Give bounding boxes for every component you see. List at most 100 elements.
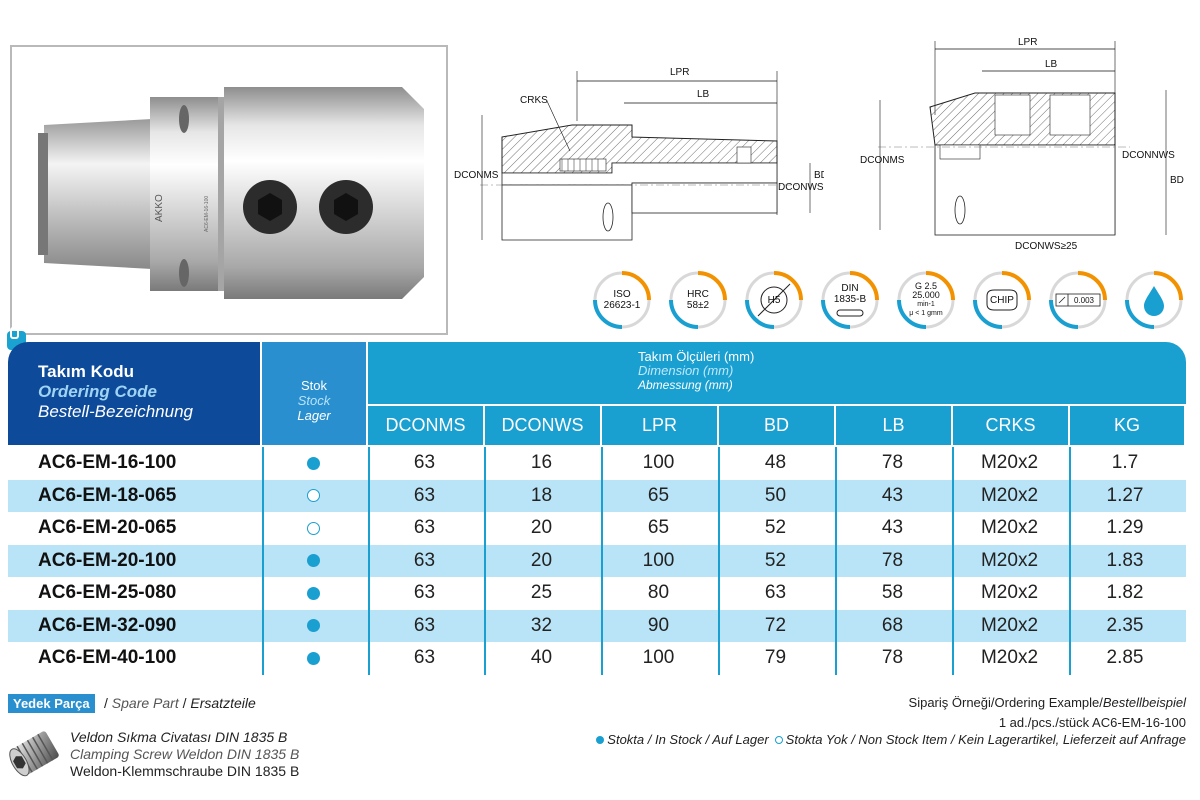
label-dconws-min: DCONWS≥25 (1015, 241, 1078, 252)
ordering-code: AC6-EM-32-090 (38, 614, 177, 636)
ordering-code: AC6-EM-20-065 (38, 517, 177, 539)
cell-dconms: 63 (413, 647, 436, 669)
technical-drawing-2: LPR LB DCONMS DCONNWS BD DCONWS≥25 (860, 37, 1184, 252)
column-divider (262, 447, 264, 675)
cell-dconms: 63 (413, 549, 436, 571)
ordering-code: AC6-EM-16-100 (38, 452, 177, 474)
label-lpr-2: LPR (1018, 37, 1037, 48)
column-header-dconws: DCONWS (485, 406, 600, 445)
cell-bd: 50 (764, 484, 787, 506)
cell-dconws: 16 (530, 452, 553, 474)
label-dconms-2: DCONMS (860, 155, 905, 166)
spare-part-label: Yedek Parça (8, 694, 95, 713)
in-stock-dot-icon (306, 619, 320, 633)
cell-bd: 52 (764, 517, 787, 539)
column-divider (484, 447, 486, 675)
cell-bd: 72 (764, 614, 787, 636)
cell-dconms: 63 (413, 517, 436, 539)
product-photo: AKKO AC6-EM-16-100 (10, 45, 448, 335)
cell-lpr: 65 (647, 517, 670, 539)
cell-lpr: 80 (647, 582, 670, 604)
ordering-code: AC6-EM-40-100 (38, 647, 177, 669)
cell-kg: 2.85 (1106, 647, 1144, 669)
ordering-code: AC6-EM-18-065 (38, 484, 177, 506)
stock-cell (260, 619, 366, 633)
out-of-stock-dot-icon (306, 521, 320, 535)
cell-crks: M20x2 (980, 452, 1039, 474)
cell-bd: 63 (764, 582, 787, 604)
cell-crks: M20x2 (980, 484, 1039, 506)
brand-engraving: AKKO (154, 194, 165, 222)
cell-crks: M20x2 (980, 647, 1039, 669)
ordering-code: AC6-EM-20-100 (38, 549, 177, 571)
label-crks: CRKS (520, 95, 548, 106)
column-header-kg: KG (1070, 406, 1184, 445)
in-stock-dot-icon (306, 456, 320, 470)
cell-dconws: 40 (530, 647, 553, 669)
tool-holder-image: AKKO AC6-EM-16-100 (38, 87, 424, 299)
in-stock-dot-icon (306, 651, 320, 665)
cell-lb: 43 (881, 517, 904, 539)
cell-dconms: 63 (413, 582, 436, 604)
cell-dconws: 20 (530, 549, 553, 571)
cell-lb: 78 (881, 452, 904, 474)
code-engraving: AC6-EM-16-100 (204, 196, 210, 232)
column-header-dconms: DCONMS (368, 406, 483, 445)
badge-chip: CHIP (972, 270, 1032, 330)
cell-lb: 78 (881, 549, 904, 571)
cell-lpr: 65 (647, 484, 670, 506)
stock-cell (260, 456, 366, 470)
cell-bd: 48 (764, 452, 787, 474)
cell-crks: M20x2 (980, 614, 1039, 636)
cell-lpr: 90 (647, 614, 670, 636)
spare-part-title: / Spare Part / Ersatzteile (104, 695, 256, 711)
cell-dconws: 18 (530, 484, 553, 506)
stock-cell (260, 521, 366, 535)
column-divider (718, 447, 720, 675)
label-dconms: DCONMS (454, 170, 499, 181)
cell-crks: M20x2 (980, 517, 1039, 539)
label-lb: LB (697, 89, 710, 100)
column-header-crks: CRKS (953, 406, 1068, 445)
cell-kg: 1.7 (1111, 452, 1139, 474)
column-header-lb: LB (836, 406, 951, 445)
column-divider (952, 447, 954, 675)
column-divider (368, 447, 370, 675)
ordering-code: AC6-EM-25-080 (38, 582, 177, 604)
spare-part-description: Veldon Sıkma Civatası DIN 1835 B Clampin… (70, 729, 300, 779)
column-divider (1069, 447, 1071, 675)
technical-drawing-1: LPR LB CRKS DCONMS BD DCONWS (454, 67, 824, 241)
label-dconws: DCONWS (778, 182, 824, 193)
in-stock-dot-icon (306, 586, 320, 600)
badge-runout: 0.003 (1048, 270, 1108, 330)
cell-lb: 78 (881, 647, 904, 669)
ordering-example: Sipariş Örneği/Ordering Example/Bestellb… (908, 695, 1186, 730)
cell-kg: 2.35 (1106, 614, 1144, 636)
cell-lb: 43 (881, 484, 904, 506)
cell-dconms: 63 (413, 452, 436, 474)
stock-legend: Stokta / In Stock / Auf Lager Stokta Yok… (596, 732, 1186, 747)
label-dconnws: DCONNWS (1122, 150, 1175, 161)
stock-header: Stok Stock Lager (262, 342, 366, 445)
cell-dconws: 32 (530, 614, 553, 636)
cell-crks: M20x2 (980, 582, 1039, 604)
badge-h5: H5 (744, 270, 804, 330)
cell-bd: 79 (764, 647, 787, 669)
cell-dconms: 63 (413, 484, 436, 506)
column-divider (835, 447, 837, 675)
cell-kg: 1.83 (1106, 549, 1144, 571)
